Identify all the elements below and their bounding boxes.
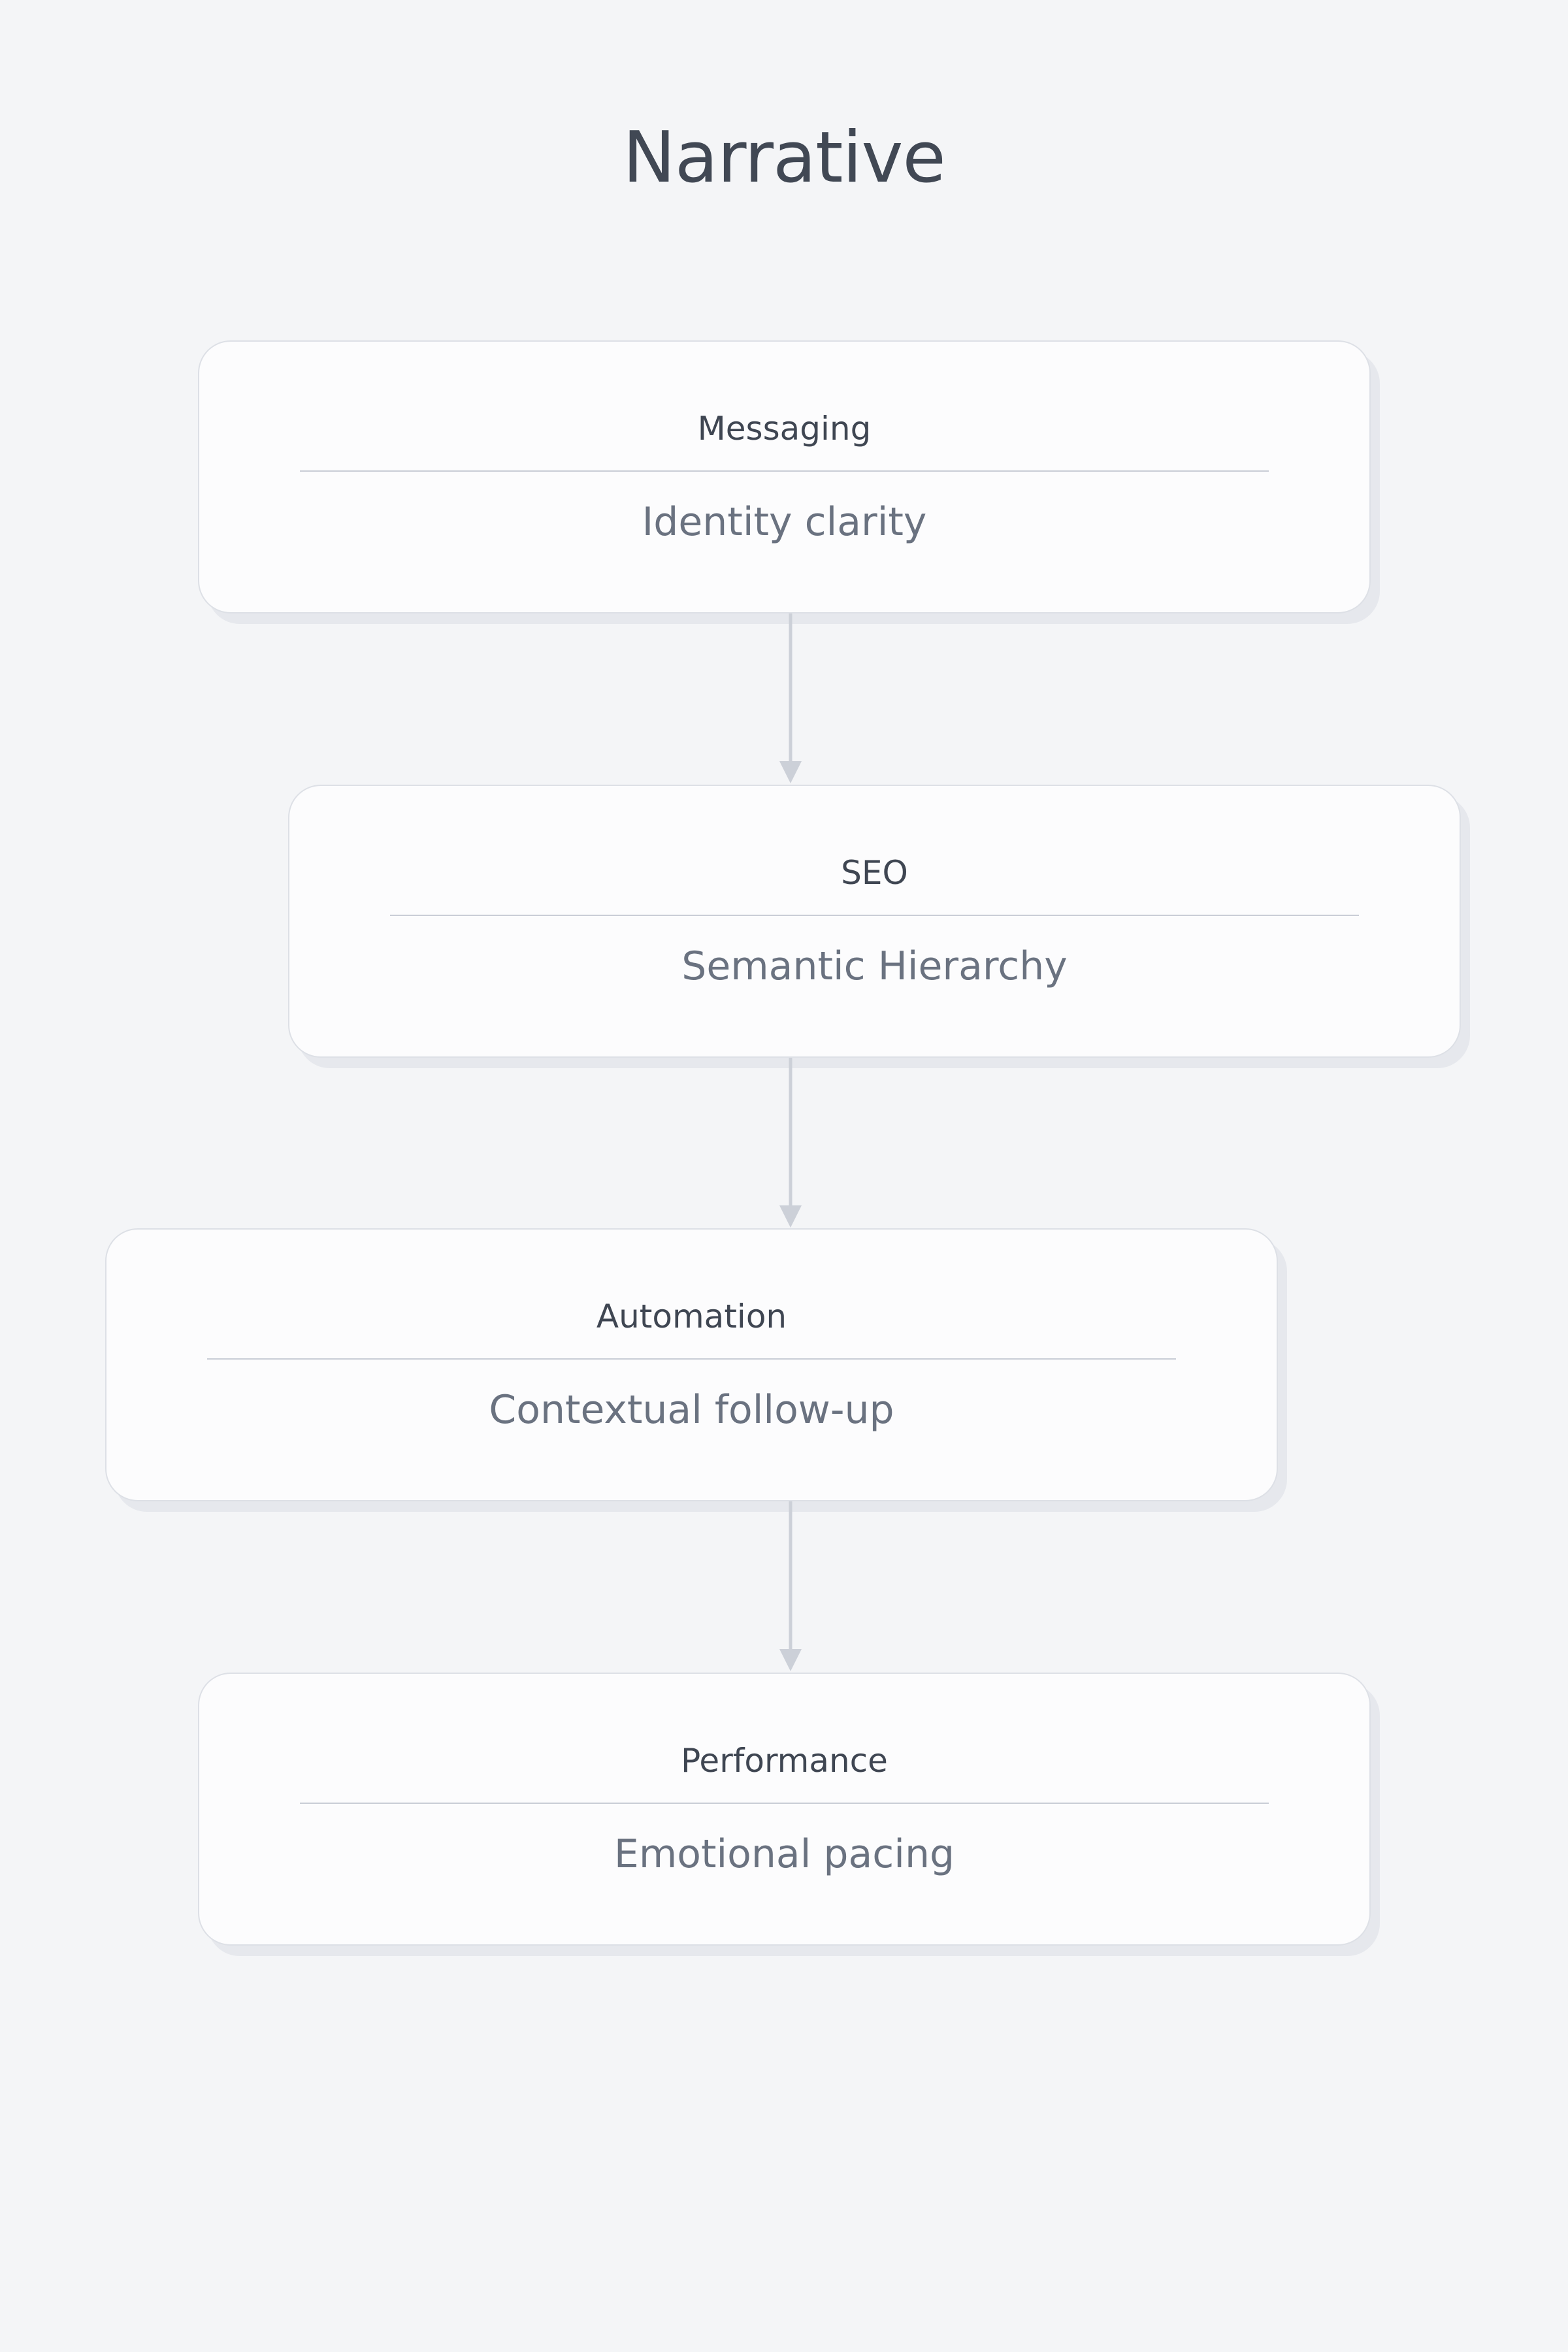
flow-node-subtitle: Emotional pacing	[613, 1831, 955, 1877]
flow-connector-1	[777, 613, 804, 785]
flow-node-divider	[207, 1358, 1176, 1360]
flow-node-messaging[interactable]: Messaging Identity clarity	[198, 340, 1371, 613]
flow-node-divider	[390, 914, 1359, 916]
flow-node-subtitle: Identity clarity	[642, 498, 927, 545]
flow-node-title: Automation	[596, 1297, 787, 1335]
arrow-down-icon	[777, 1501, 804, 1673]
flow-connector-3	[777, 1501, 804, 1673]
arrow-down-icon	[777, 613, 804, 785]
flow-node-subtitle: Semantic Hierarchy	[681, 943, 1068, 989]
flow-connector-2	[777, 1058, 804, 1229]
flow-stack: Messaging Identity clarity SEO Semantic …	[0, 340, 1568, 1948]
flow-node-automation[interactable]: Automation Contextual follow-up	[105, 1228, 1278, 1501]
arrow-down-icon	[777, 1058, 804, 1229]
flow-node-seo[interactable]: SEO Semantic Hierarchy	[288, 785, 1461, 1058]
flow-node-divider	[300, 470, 1269, 472]
flow-node-subtitle: Contextual follow-up	[489, 1386, 894, 1433]
flow-node-divider	[300, 1802, 1269, 1804]
page-title: Narrative	[623, 117, 946, 199]
flow-node-title: Messaging	[697, 409, 872, 448]
flow-node-performance[interactable]: Performance Emotional pacing	[198, 1673, 1371, 1946]
flow-node-title: SEO	[841, 853, 908, 892]
flow-node-title: Performance	[681, 1741, 888, 1780]
